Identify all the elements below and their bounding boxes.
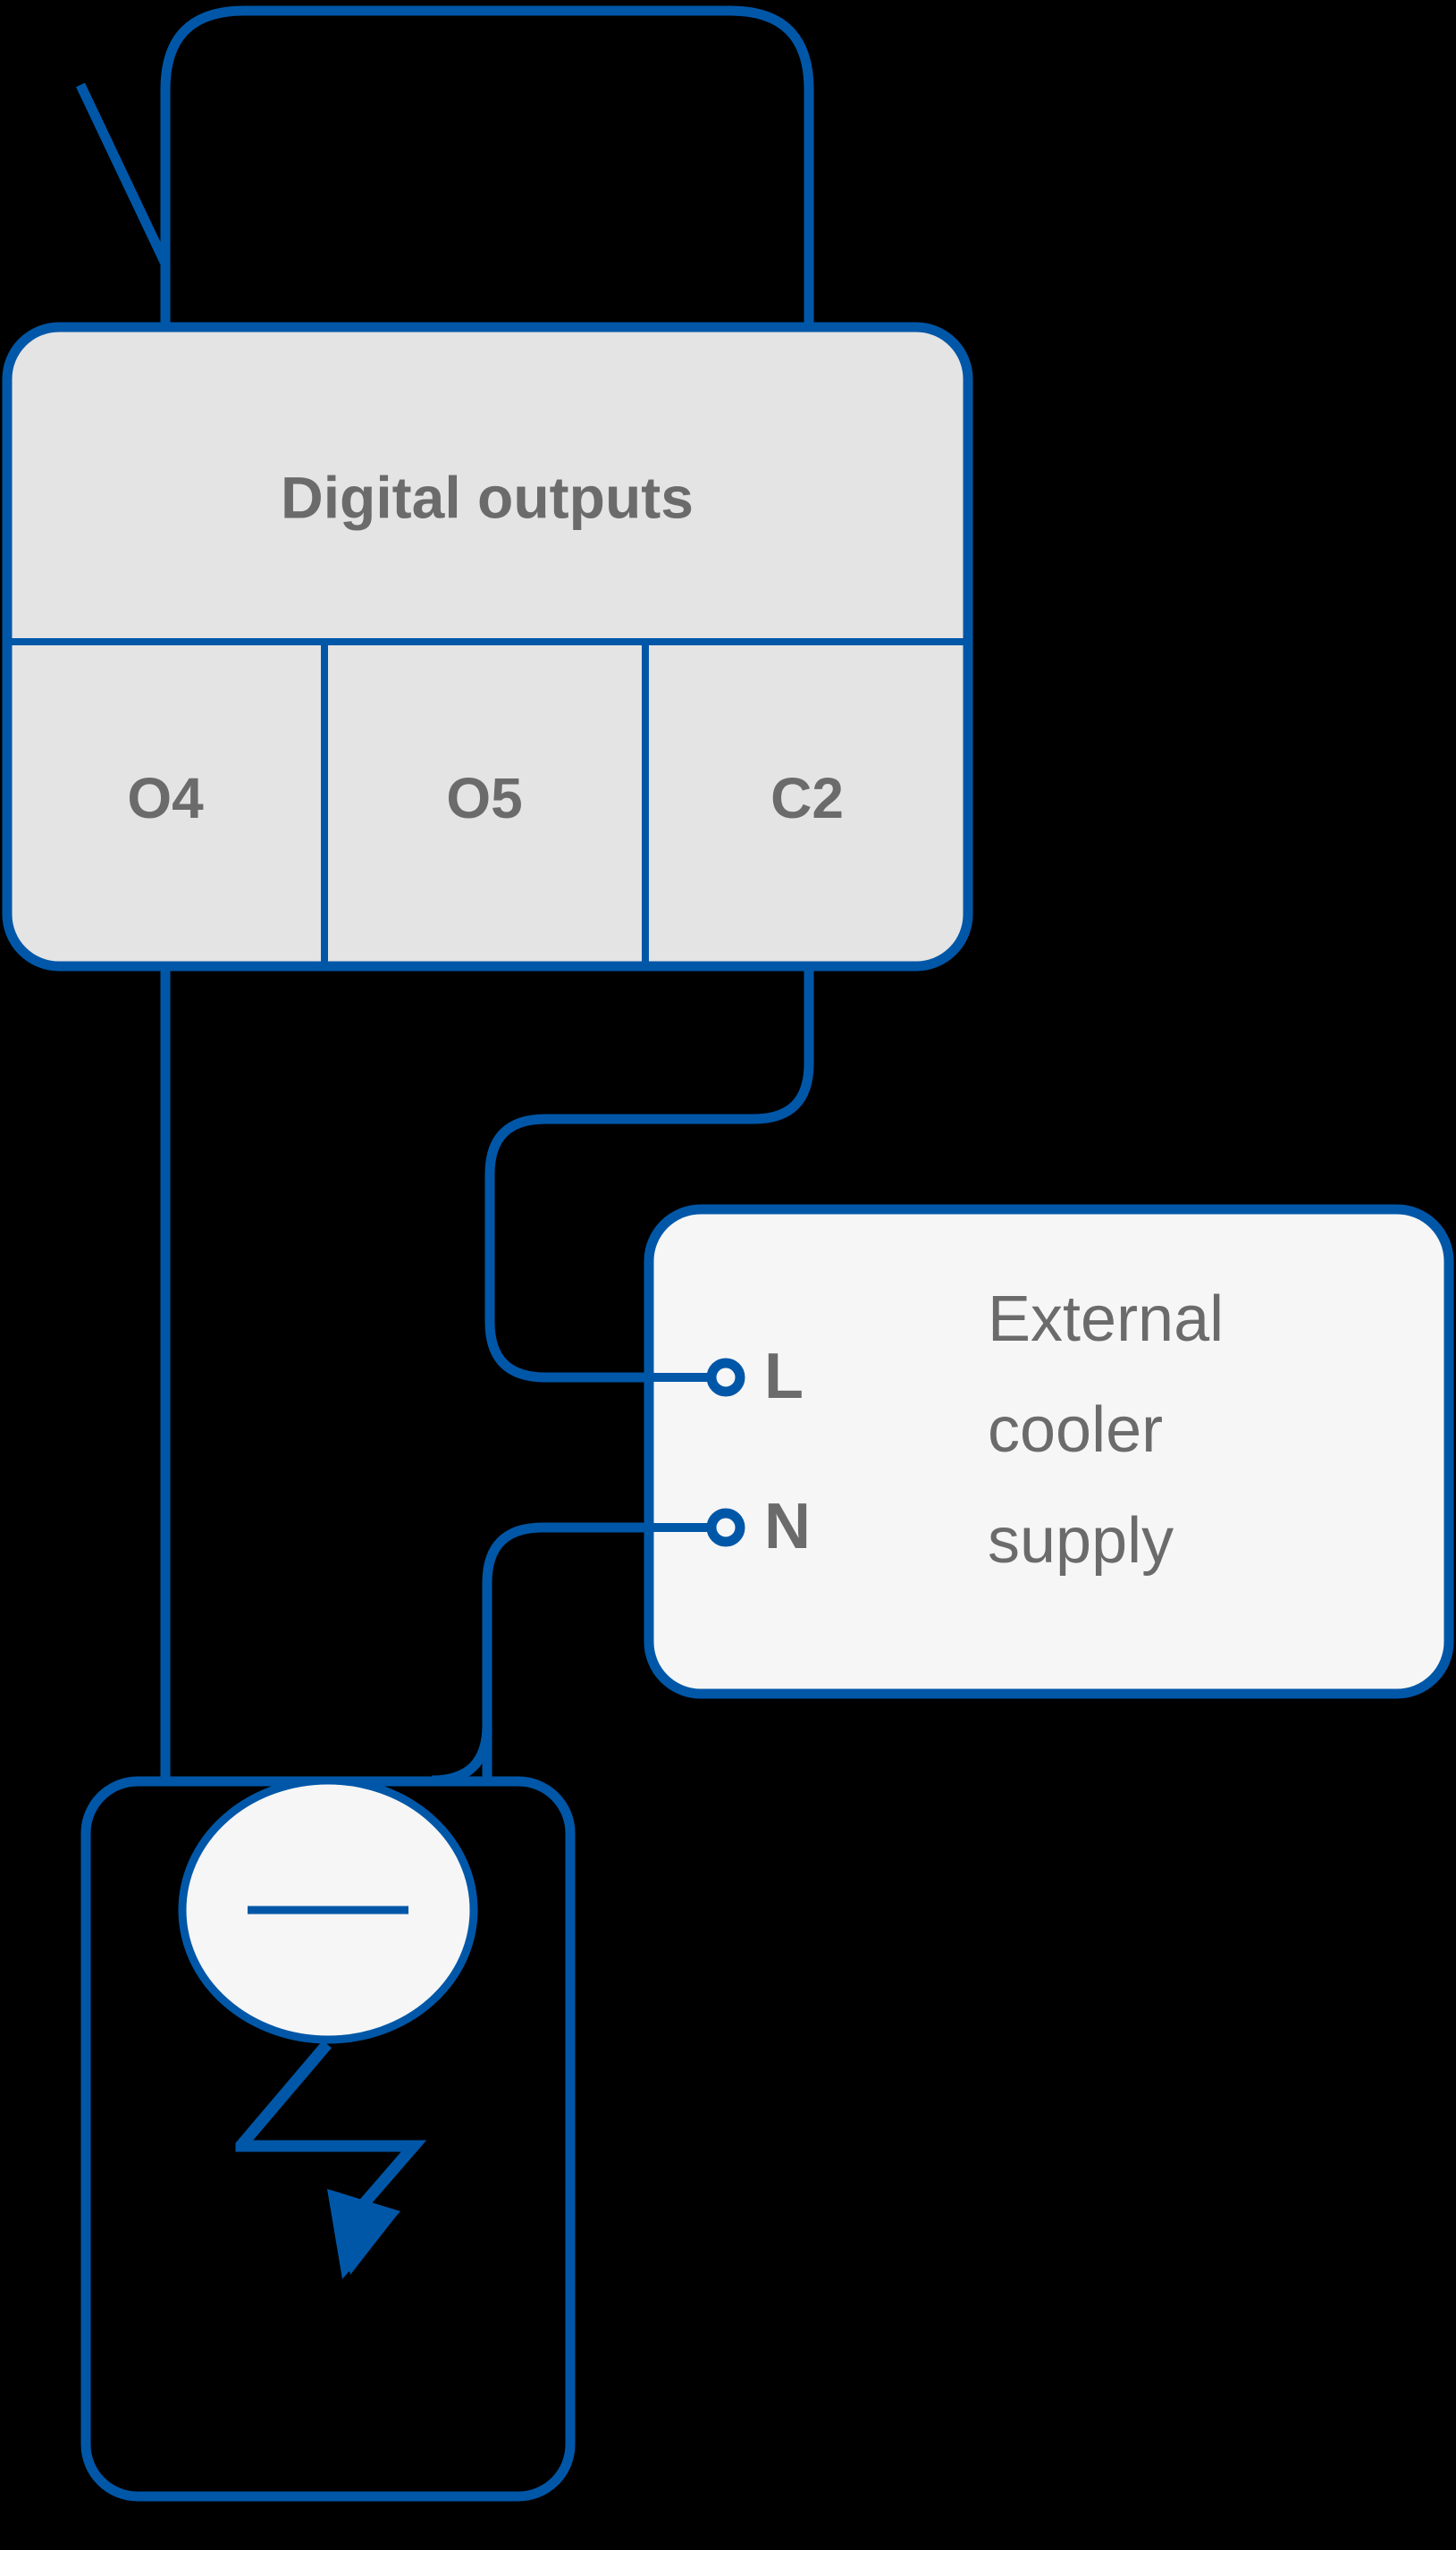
lightning-bolt-arrowhead-fill-icon	[327, 2189, 400, 2279]
device-name-line-2: cooler	[988, 1394, 1163, 1466]
terminal-label-o5: O5	[446, 766, 522, 830]
terminal-label-l: L	[764, 1341, 804, 1412]
terminal-ring-n	[706, 1508, 745, 1547]
relay-contact-switch	[76, 82, 170, 266]
terminal-label-c2: C2	[770, 766, 844, 830]
device-name-line-3: supply	[988, 1505, 1174, 1577]
wire-c2-to-line-terminal	[484, 966, 814, 1383]
device-name-line-1: External	[988, 1283, 1224, 1355]
terminal-ring-l	[706, 1358, 745, 1397]
module-header-label: Digital outputs	[281, 464, 694, 530]
wire-neutral-to-load	[431, 1522, 649, 1786]
terminal-label-n: N	[764, 1491, 811, 1562]
lightning-bolt-arrow	[235, 2040, 427, 2218]
wire-loop-top	[160, 5, 814, 326]
terminal-label-o4: O4	[127, 766, 204, 830]
external-cooler-supply-box	[644, 1204, 1454, 1699]
digital-outputs-module	[2, 322, 973, 972]
